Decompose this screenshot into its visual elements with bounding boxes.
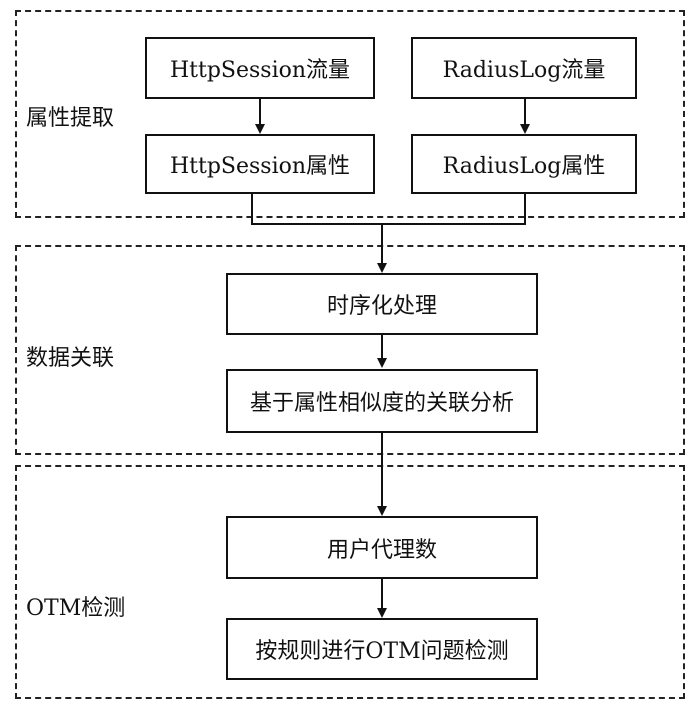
node-user-agent-count: 用户代理数 <box>226 516 538 579</box>
region-attribute-extraction <box>15 10 685 218</box>
node-similarity-association-analysis: 基于属性相似度的关联分析 <box>226 369 538 433</box>
node-otm-rule-detection: 按规则进行OTM问题检测 <box>226 618 538 680</box>
region-otm-detection <box>15 465 685 699</box>
node-radiuslog-flow: RadiusLog流量 <box>411 37 637 99</box>
node-httpsession-attributes: HttpSession属性 <box>145 134 375 194</box>
region-label-attribute-extraction: 属性提取 <box>26 106 115 131</box>
merge-line-attributes <box>251 193 526 225</box>
node-time-series-processing: 时序化处理 <box>226 273 538 335</box>
region-label-otm-detection: OTM检测 <box>26 596 126 621</box>
region-label-data-association: 数据关联 <box>26 346 115 371</box>
node-httpsession-flow: HttpSession流量 <box>145 37 375 99</box>
node-radiuslog-attributes: RadiusLog属性 <box>411 134 637 194</box>
region-data-association <box>15 245 685 455</box>
